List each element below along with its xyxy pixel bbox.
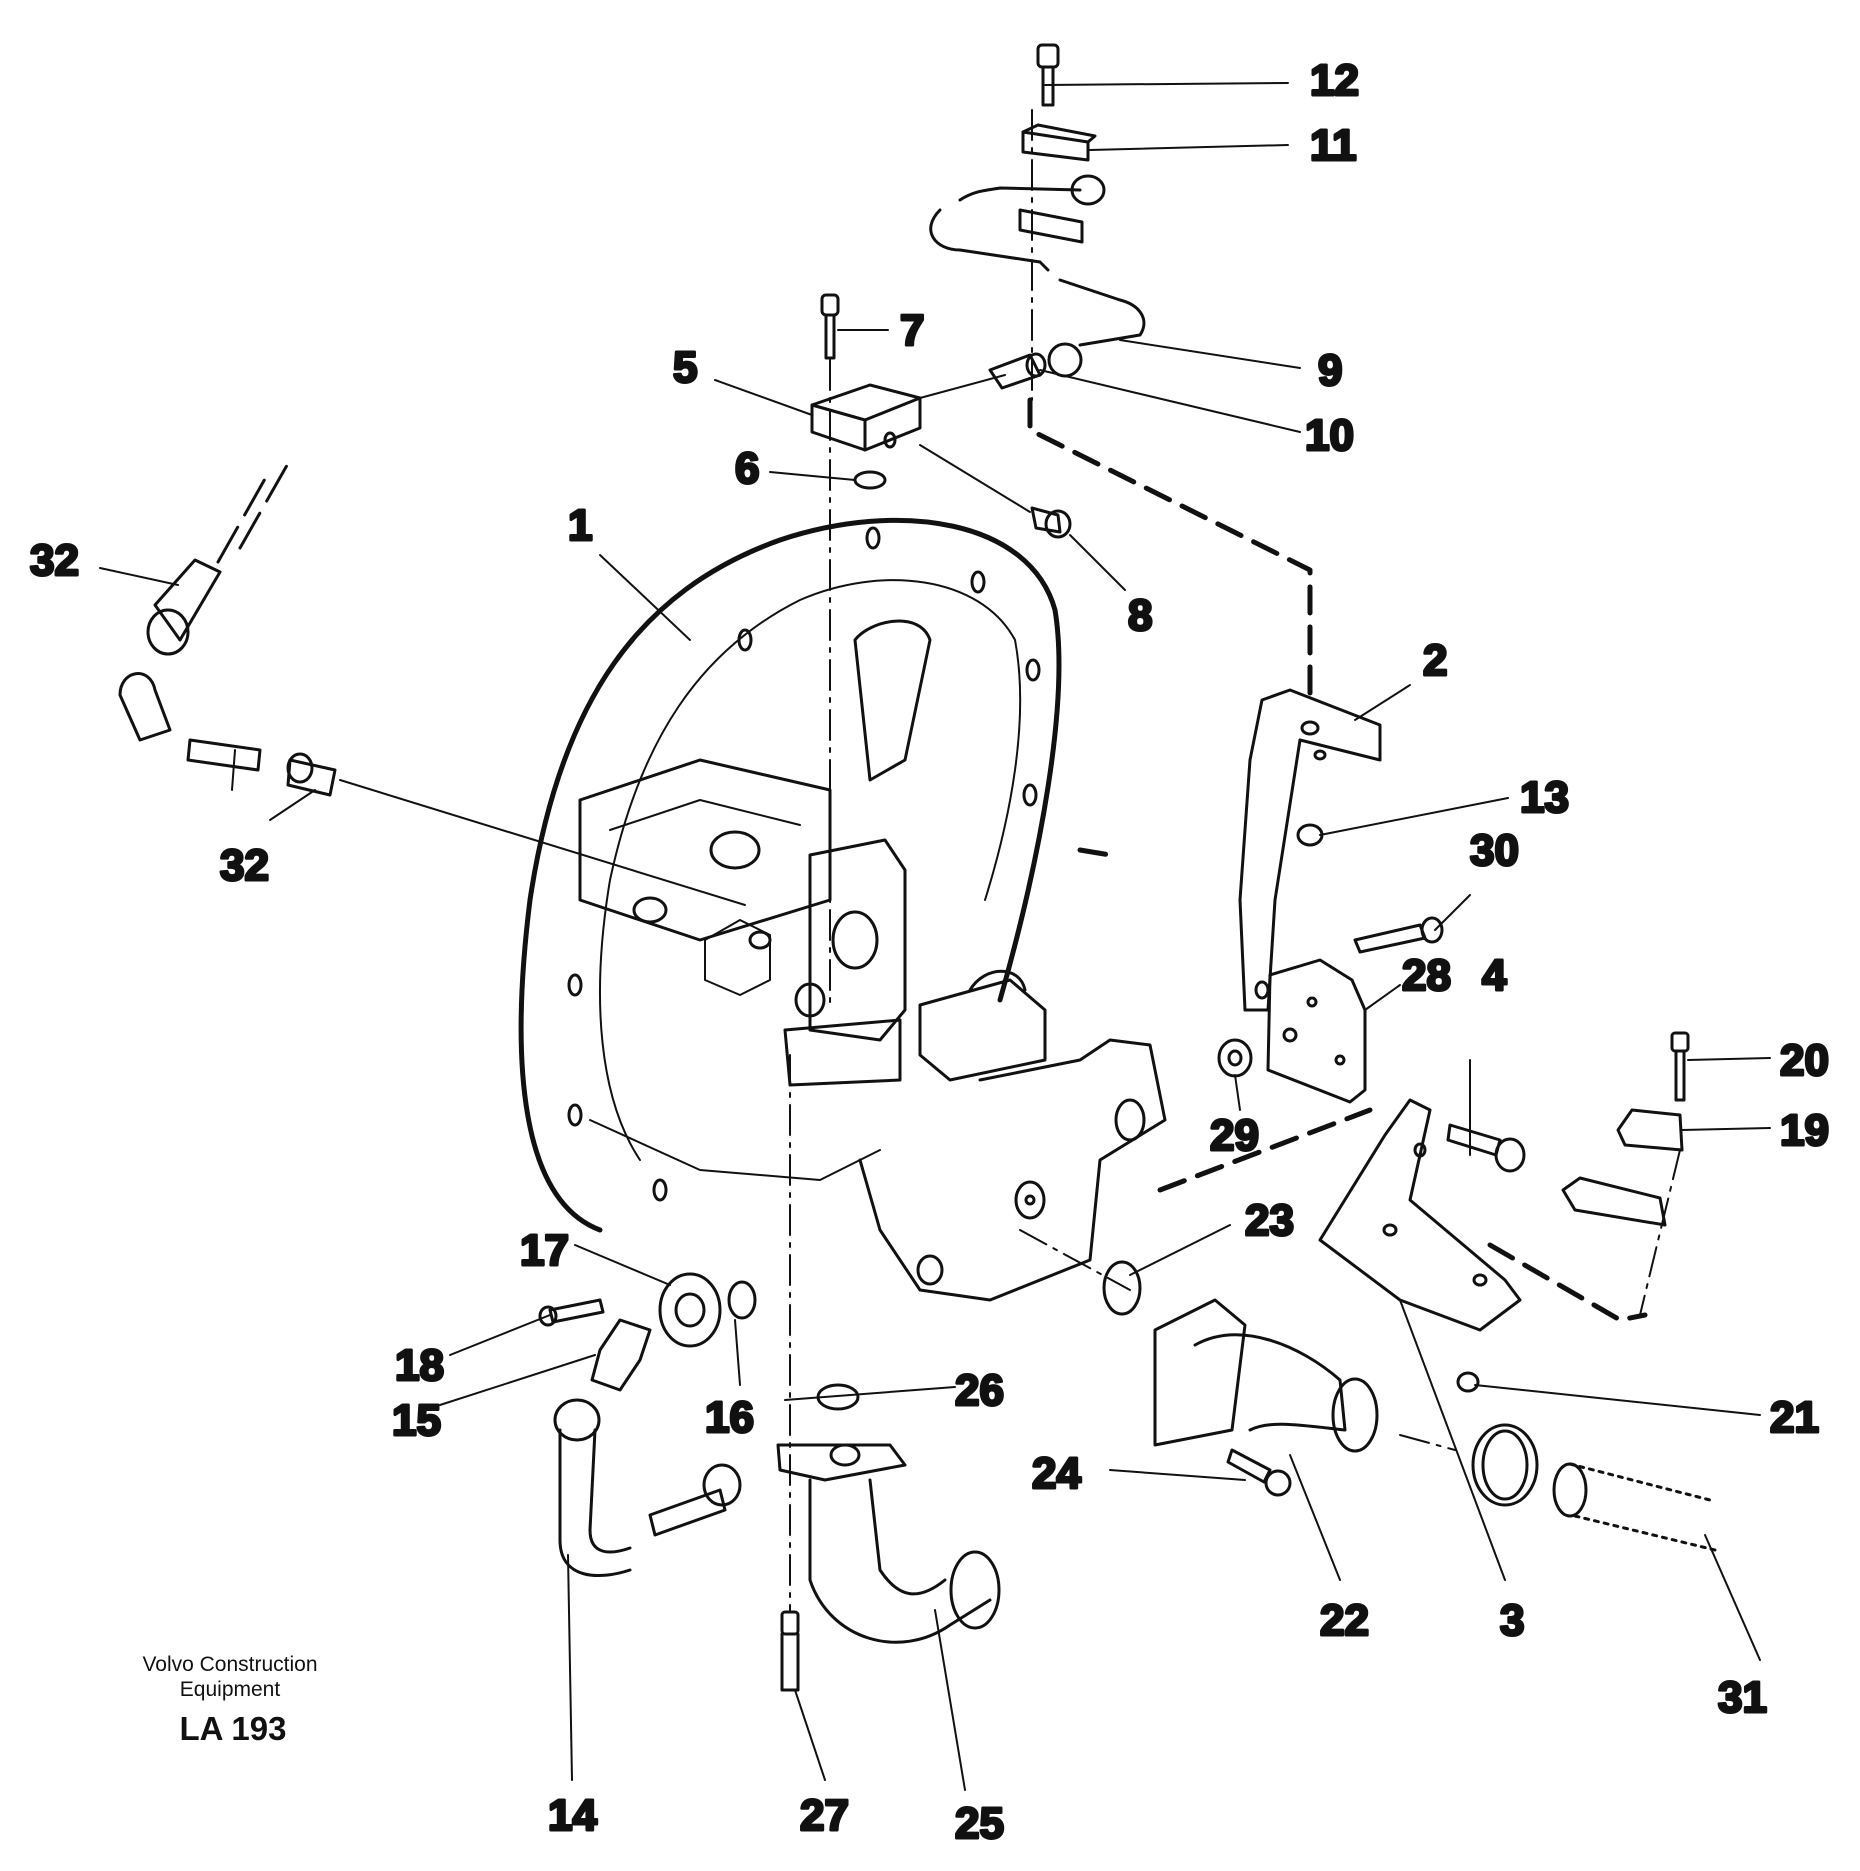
callout-30: 30 <box>1470 826 1519 875</box>
credit-division: Equipment <box>179 1678 281 1701</box>
callout-25: 25 <box>955 1799 1004 1848</box>
callout-29: 29 <box>1210 1111 1259 1160</box>
callout-18: 18 <box>395 1341 444 1390</box>
callout-14: 14 <box>548 1791 597 1840</box>
callout-26: 26 <box>955 1366 1004 1415</box>
callout-17: 17 <box>520 1226 569 1275</box>
callout-7: 7 <box>900 306 924 355</box>
leader-lines <box>99 82 1771 1791</box>
publisher-credit: Volvo Construction Equipment <box>110 1652 350 1702</box>
callout-11: 11 <box>1310 121 1357 170</box>
callout-6: 6 <box>735 444 759 493</box>
callout-labels: 12 11 7 9 5 10 6 32 1 8 2 13 32 30 28 4 … <box>29 55 1831 1850</box>
callout-5: 5 <box>673 343 697 392</box>
callout-24: 24 <box>1032 1449 1081 1498</box>
callout-22: 22 <box>1320 1596 1369 1645</box>
callout-19: 19 <box>1780 1106 1829 1155</box>
callout-4: 4 <box>1482 951 1507 1000</box>
pump-housing-drawing <box>518 517 1167 1302</box>
callout-9: 9 <box>1318 346 1342 395</box>
assembly-lines <box>1027 397 1648 1323</box>
drawing-code: LA 193 <box>179 1710 287 1747</box>
callout-1: 1 <box>568 501 592 550</box>
callout-10: 10 <box>1305 411 1354 460</box>
callout-3: 3 <box>1500 1596 1524 1645</box>
callout-32-fittings: 32 <box>220 841 269 890</box>
callout-12: 12 <box>1310 56 1359 105</box>
callout-2: 2 <box>1423 636 1447 685</box>
callout-20: 20 <box>1780 1036 1829 1085</box>
credit-company: Volvo Construction <box>142 1653 318 1676</box>
callout-32-hose: 32 <box>30 536 79 585</box>
callout-16: 16 <box>705 1393 754 1442</box>
callout-23: 23 <box>1245 1196 1294 1245</box>
callout-15: 15 <box>392 1396 441 1445</box>
callout-21: 21 <box>1770 1393 1819 1442</box>
callout-28: 28 <box>1402 951 1451 1000</box>
callout-31: 31 <box>1718 1673 1767 1722</box>
component-sketches <box>118 43 1717 1692</box>
callout-13: 13 <box>1520 773 1569 822</box>
centerlines <box>789 109 1681 1611</box>
callout-8: 8 <box>1128 591 1152 640</box>
callout-27: 27 <box>800 1791 849 1840</box>
